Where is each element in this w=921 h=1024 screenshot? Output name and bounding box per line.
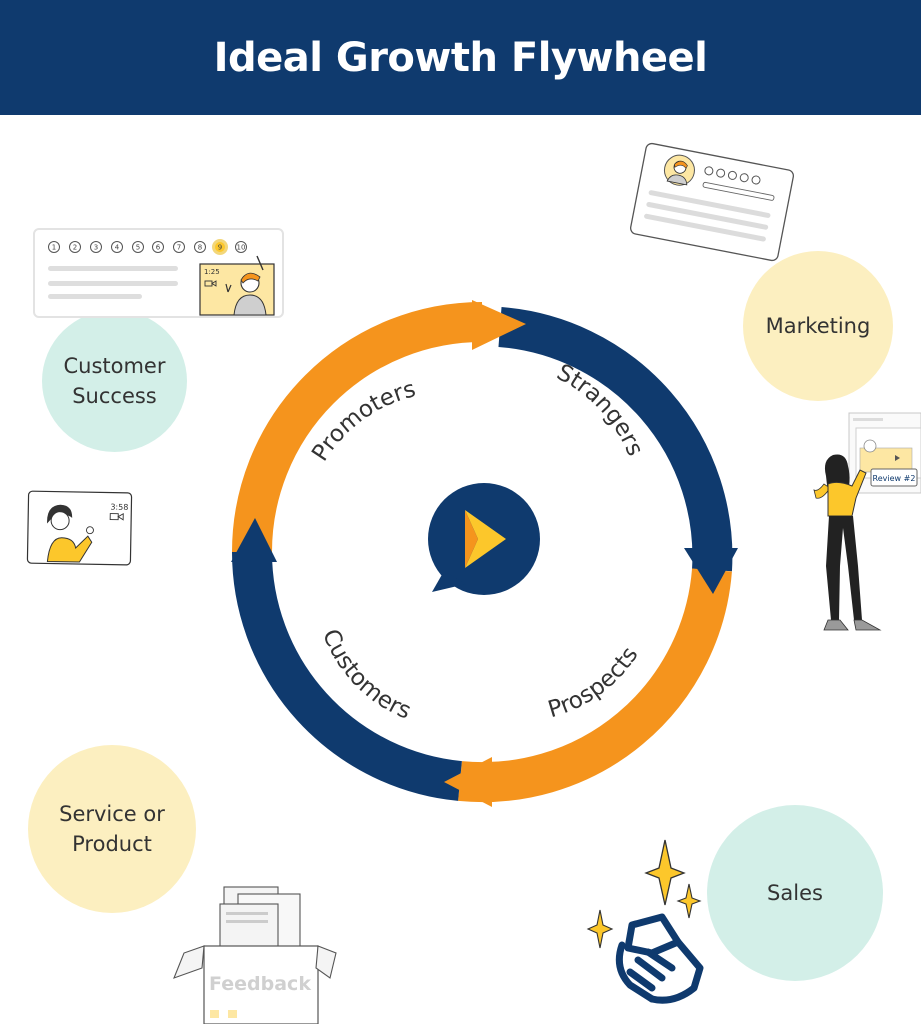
feedback-box-label: Feedback bbox=[209, 973, 311, 995]
handshake-icon bbox=[586, 839, 704, 1004]
flywheel-ring bbox=[231, 300, 738, 807]
arrowhead-customers bbox=[231, 518, 277, 562]
nps-score-4: 4 bbox=[115, 244, 120, 252]
review-badge-label: Review #2 bbox=[873, 474, 916, 483]
profile-review-card bbox=[629, 142, 795, 262]
nps-score-2: 2 bbox=[73, 244, 77, 252]
page-title: Ideal Growth Flywheel bbox=[213, 34, 708, 81]
nps-score-5: 5 bbox=[136, 244, 140, 252]
woman-review-illustration: Review #2 bbox=[813, 412, 921, 631]
arc-customers bbox=[232, 551, 463, 801]
nps-score-8: 8 bbox=[198, 244, 202, 252]
bubble-customer-success-line1: Customer bbox=[63, 353, 166, 378]
bubble-service-or-product: Service or Product bbox=[28, 745, 196, 913]
bubble-sales-label: Sales bbox=[767, 880, 823, 905]
nps-score-6: 6 bbox=[156, 244, 161, 252]
arrowhead-promoters bbox=[472, 300, 526, 350]
video-testimonial-card: 3:58 bbox=[26, 490, 133, 566]
nps-survey-card: 1 2 3 4 5 6 7 8 9 10 1:25 bbox=[33, 228, 284, 318]
nps-video-timestamp: 1:25 bbox=[204, 268, 220, 276]
bubble-sales: Sales bbox=[707, 805, 883, 981]
arrowhead-prospects bbox=[444, 757, 492, 807]
arrowhead-strangers bbox=[684, 548, 738, 594]
bubble-customer-success: Customer Success bbox=[42, 310, 187, 452]
arc-promoters bbox=[232, 302, 483, 553]
nps-score-3: 3 bbox=[94, 244, 98, 252]
play-chat-logo-icon bbox=[428, 483, 540, 595]
bubble-service-line2: Product bbox=[72, 832, 152, 856]
bubble-service-line1: Service or bbox=[59, 801, 165, 826]
video-card-timestamp: 3:58 bbox=[110, 503, 128, 512]
nps-score-7: 7 bbox=[177, 244, 181, 252]
arc-prospects bbox=[458, 568, 732, 803]
arc-strangers bbox=[498, 307, 733, 572]
bubble-marketing: Marketing bbox=[743, 251, 893, 401]
bubble-customer-success-line2: Success bbox=[72, 384, 157, 408]
nps-score-10: 10 bbox=[237, 244, 246, 252]
nps-score-9-selected: 9 bbox=[218, 244, 222, 252]
bubble-marketing-label: Marketing bbox=[765, 313, 871, 338]
feedback-box-illustration: Feedback bbox=[173, 886, 337, 1024]
nps-score-1: 1 bbox=[52, 244, 56, 252]
header-bar: Ideal Growth Flywheel bbox=[0, 0, 921, 115]
